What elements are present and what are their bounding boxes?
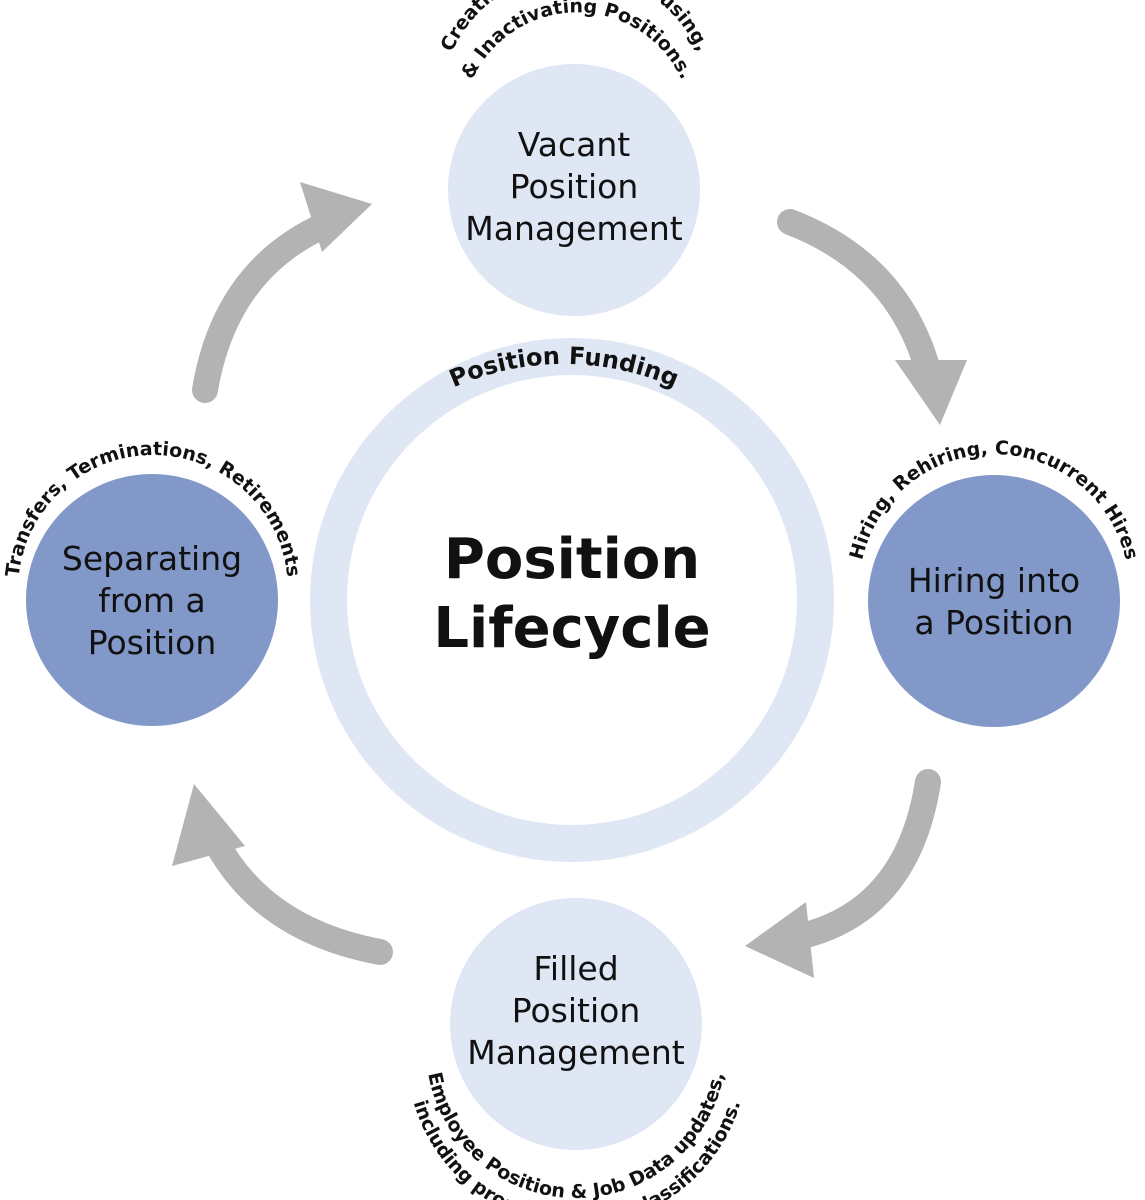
arrow-shaft [192, 212, 338, 403]
arrow-head [745, 902, 814, 978]
node-label-line3: Position [88, 623, 217, 662]
center-title-line1: Position [444, 527, 700, 592]
arrow-separating-to-vacant [192, 182, 372, 403]
node-label-line2: a Position [914, 603, 1073, 642]
node-hiring-into-position: Hiring into a Position Hiring, Rehiring,… [845, 437, 1143, 727]
node-filled-position-management: Filled Position Management Employee Posi… [409, 898, 745, 1200]
arrow-head [172, 784, 245, 866]
node-label-line2: from a [98, 581, 206, 620]
node-label-line2: Position [510, 167, 639, 206]
arrow-shaft [789, 769, 941, 949]
node-label-line3: Management [465, 209, 682, 248]
node-circle [26, 474, 278, 726]
node-circle [448, 64, 700, 316]
node-label-line3: Management [467, 1033, 684, 1072]
node-circle [868, 475, 1120, 727]
node-label-line1: Filled [533, 949, 618, 988]
arrow-head [300, 182, 372, 252]
node-vacant-position-management: Vacant Position Management Creating, Upd… [436, 0, 714, 316]
arrow-vacant-to-hiring [777, 209, 967, 425]
node-circle [450, 898, 702, 1150]
arrow-head [895, 360, 967, 425]
node-label-line1: Hiring into [908, 561, 1080, 600]
center-title-line2: Lifecycle [433, 596, 710, 661]
center-circle [347, 375, 797, 825]
node-label-line1: Vacant [518, 125, 631, 164]
arrow-filled-to-separating [172, 784, 393, 965]
arrow-hiring-to-filled [745, 769, 941, 978]
node-label-line2: Position [512, 991, 641, 1030]
arrow-shaft [777, 209, 943, 391]
node-separating-from-position: Separating from a Position Transfers, Te… [2, 438, 304, 726]
node-label-line1: Separating [62, 539, 242, 578]
arrow-shaft [202, 827, 393, 965]
